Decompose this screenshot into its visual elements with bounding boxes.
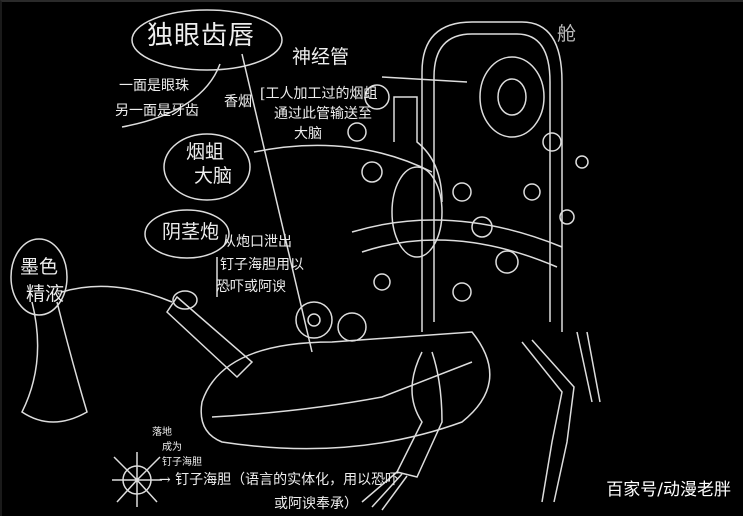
label-tooth-side: 另一面是牙齿	[115, 103, 199, 119]
label-black: 墨色	[20, 256, 59, 278]
label-tobacco: 香烟	[224, 94, 252, 110]
eyeball	[295, 301, 333, 339]
label-cannon-desc-3: 恐吓或阿谀	[216, 279, 286, 295]
bubble-eye-tail	[121, 63, 221, 128]
arch-tower	[421, 21, 563, 332]
spiky-ball	[337, 312, 367, 342]
leg-left	[361, 351, 443, 511]
bubble-maggot-brain	[163, 133, 251, 201]
turbine-wheel	[479, 56, 545, 138]
arrow-line	[241, 53, 313, 353]
label-cannon: 阴茎炮	[162, 221, 220, 243]
label-tobacco-desc-3: 大脑	[294, 126, 322, 142]
label-eye-side: 一面是眼珠	[119, 78, 189, 94]
arrow-line	[381, 76, 468, 83]
pupil	[307, 313, 321, 327]
label-tobacco-desc-1: [工人加工过的烟蛆	[260, 86, 378, 102]
hull-rim	[211, 361, 473, 418]
bubble-cannon	[144, 209, 230, 259]
ribbon-band	[351, 219, 563, 268]
gear-cluster	[347, 84, 589, 302]
label-cabin: 舱	[557, 23, 577, 45]
arrow-line	[61, 285, 173, 303]
label-landing-2: 成为	[162, 442, 182, 453]
bubble-black-fluid	[10, 238, 68, 316]
label-landing-1: 落地	[152, 427, 172, 438]
cannon-mouth	[172, 290, 198, 310]
brain-drawing	[391, 166, 443, 258]
watermark: 百家号/动漫老胖	[606, 480, 731, 500]
label-cannon-desc-1: 从炮口泄出	[222, 234, 292, 250]
label-landing-3: 钉子海胆	[162, 457, 202, 468]
bubble-eye-tooth-lip	[131, 9, 283, 71]
urchin-spikes	[112, 452, 162, 507]
bottle-neck	[393, 96, 443, 203]
cannon-barrel	[166, 295, 254, 379]
label-fluid: 精液	[26, 283, 65, 305]
label-nerve-tube: 神经管	[292, 46, 350, 68]
nose-shape	[21, 301, 88, 423]
label-urchin-desc-2: 或阿谀奉承）	[274, 496, 358, 512]
label-maggot: 烟蛆	[186, 141, 225, 163]
label-eye-tooth-lip: 独眼齿唇	[147, 21, 256, 51]
arrow-line	[253, 144, 433, 173]
label-urchin-desc-1: → 钉子海胆（语言的实体化，用以恐吓	[159, 472, 400, 488]
boat-hull	[200, 331, 491, 450]
label-cannon-desc-2: 钉子海胆用以	[220, 257, 304, 273]
leg-right	[521, 331, 601, 503]
label-brain: 大脑	[194, 165, 233, 187]
label-tobacco-desc-2: 通过此管输送至	[274, 106, 372, 122]
